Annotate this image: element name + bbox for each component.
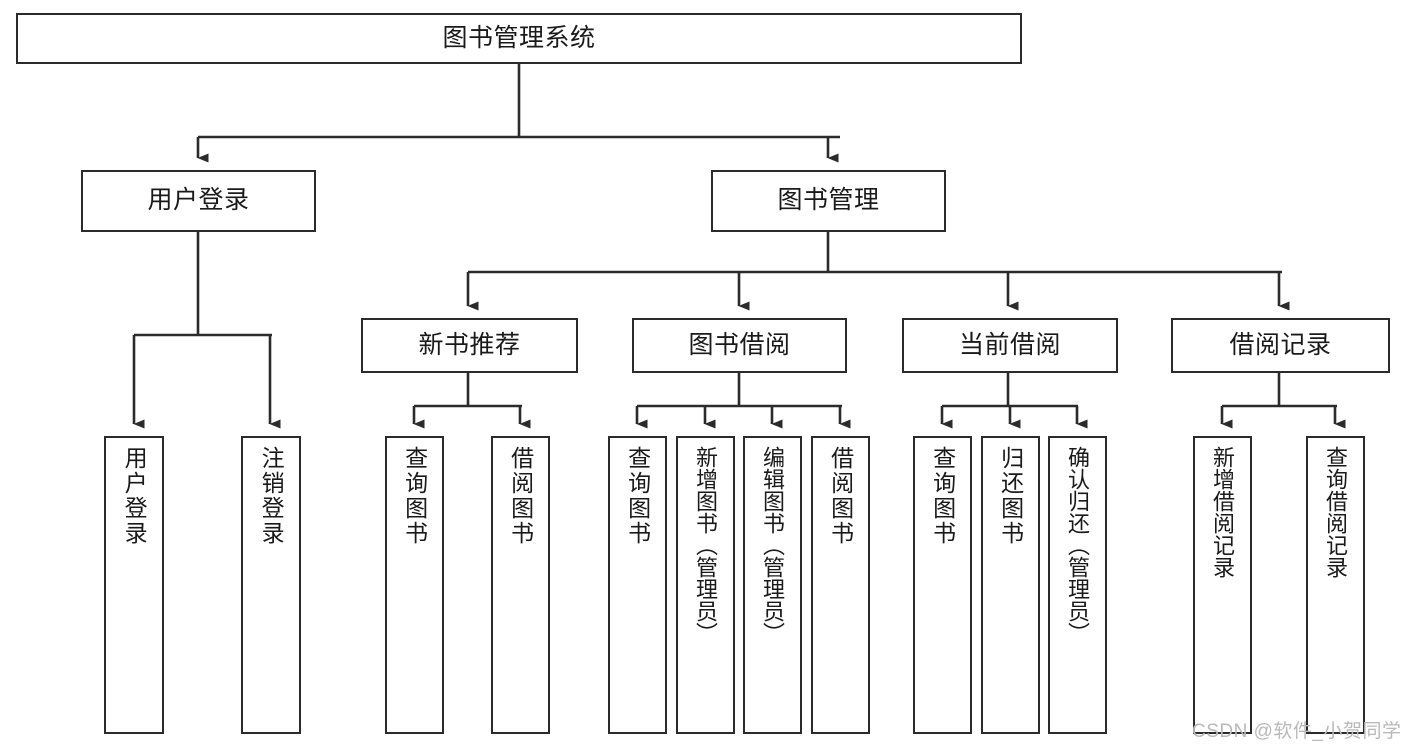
node-label: 查询图书: [624, 446, 651, 546]
node-label: 查询图书: [929, 446, 956, 546]
node-leaf-confirm-return[interactable]: 确认归还（管理员）: [1048, 436, 1107, 734]
node-leaf-query-book-1[interactable]: 查询图书: [385, 436, 444, 734]
node-label: 图书管理系统: [442, 23, 596, 52]
csdn-watermark: CSDN @软件_小贺同学: [1192, 721, 1402, 742]
node-leaf-query-book-3[interactable]: 查询图书: [913, 436, 972, 734]
node-borrow-record[interactable]: 借阅记录: [1171, 318, 1390, 373]
node-label: 借阅记录: [1229, 330, 1332, 359]
node-current-borrow[interactable]: 当前借阅: [902, 318, 1118, 373]
node-label: 当前借阅: [958, 330, 1061, 359]
node-label: 图书管理: [777, 186, 880, 215]
node-label: 新增借阅记录: [1210, 446, 1236, 578]
node-leaf-add-book[interactable]: 新增图书（管理员）: [676, 436, 735, 734]
node-root-system[interactable]: 图书管理系统: [16, 13, 1022, 64]
node-new-book-recommend[interactable]: 新书推荐: [361, 318, 578, 373]
node-label: 用户登录: [121, 446, 148, 546]
node-label: 借阅图书: [827, 446, 854, 546]
node-book-borrow[interactable]: 图书借阅: [632, 318, 847, 373]
node-user-login[interactable]: 用户登录: [81, 170, 316, 232]
node-leaf-borrow-book-1[interactable]: 借阅图书: [491, 436, 550, 734]
node-label: 查询借阅记录: [1323, 446, 1349, 578]
node-leaf-user-login[interactable]: 用户登录: [104, 436, 164, 734]
node-leaf-user-logout[interactable]: 注销登录: [241, 436, 301, 734]
node-label: 查询图书: [401, 446, 428, 546]
node-label: 注销登录: [258, 446, 285, 546]
node-label: 借阅图书: [507, 446, 534, 546]
node-leaf-borrow-book-2[interactable]: 借阅图书: [811, 436, 870, 734]
node-label: 用户登录: [147, 186, 250, 215]
node-leaf-query-record[interactable]: 查询借阅记录: [1306, 436, 1365, 734]
node-leaf-query-book-2[interactable]: 查询图书: [608, 436, 667, 734]
node-leaf-return-book[interactable]: 归还图书: [981, 436, 1040, 734]
node-label: 编辑图书（管理员）: [760, 446, 786, 644]
node-leaf-edit-book[interactable]: 编辑图书（管理员）: [743, 436, 802, 734]
node-label: 归还图书: [997, 446, 1024, 546]
node-label: 图书借阅: [688, 330, 791, 359]
node-label: 新书推荐: [418, 330, 521, 359]
node-label: 新增图书（管理员）: [693, 446, 719, 644]
node-label: 确认归还（管理员）: [1065, 446, 1091, 644]
node-leaf-add-record[interactable]: 新增借阅记录: [1193, 436, 1252, 734]
node-book-manage[interactable]: 图书管理: [711, 170, 946, 232]
